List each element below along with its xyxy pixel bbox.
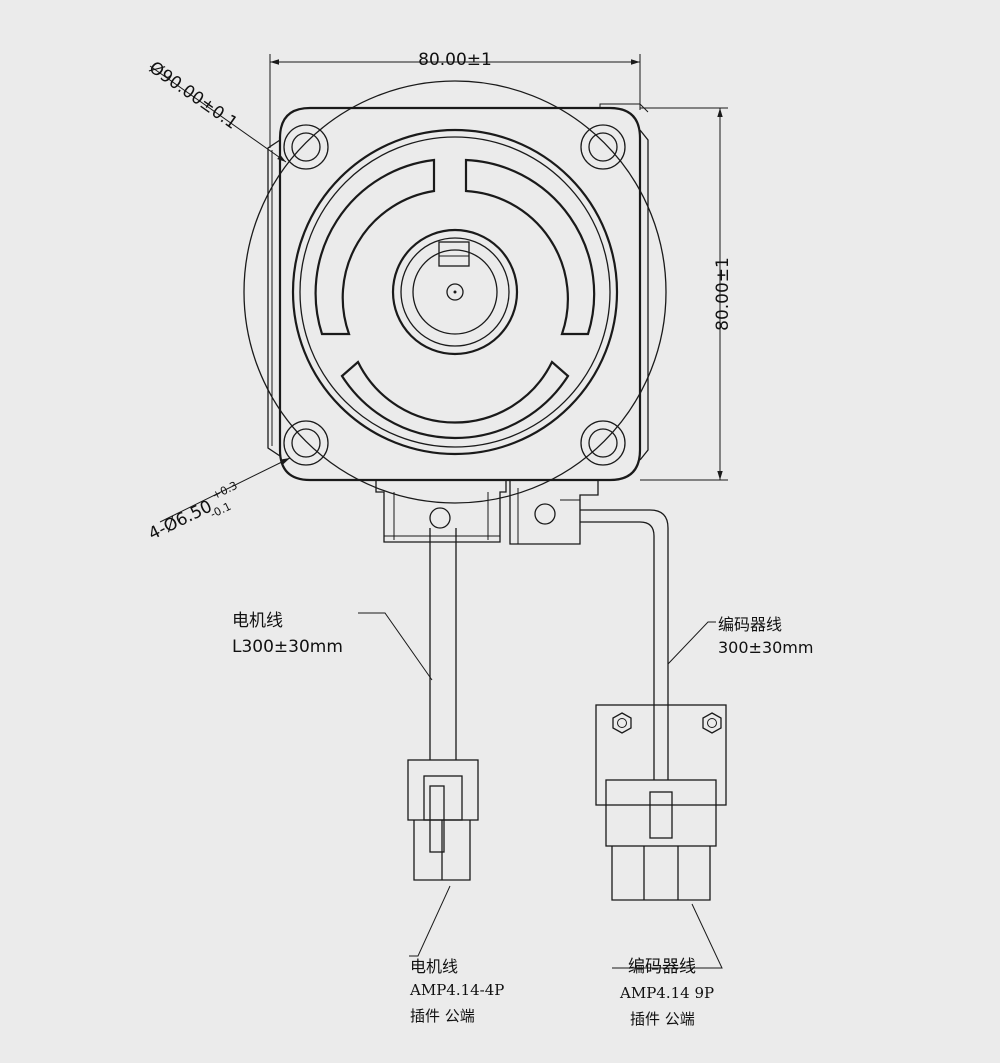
encoder-cable-leader: 编码器线 300±30mm [667,615,813,665]
mounting-hole-bl [283,420,329,466]
mounting-hole-tr [580,124,626,170]
motor-connector-drawing [407,759,479,881]
hub-outer-ring [391,228,519,356]
motor-cable-gland [375,480,507,543]
shaft-key [438,241,470,267]
encoder-cable [580,509,669,780]
body-edge-right [639,129,649,461]
hole-callout-leader: 4-Ø6.50 +0.3 -0.1 [141,457,291,549]
motor-front-view [243,80,667,504]
mounting-hole-br [580,420,626,466]
encoder-connector-type: 插件 公端 [630,1010,695,1028]
motor-connector-leader: 电机线 AMP4.14-4P 插件 公端 [409,885,504,1025]
shaft-center [446,283,464,301]
arc-slot-right [464,158,596,336]
encoder-cable-gland [509,480,599,545]
encoder-connector-drawing [595,704,727,901]
hole-callout-label: 4-Ø6.50 [145,497,215,545]
pilot-diameter-leader: Ø90.00±0.1 [145,58,287,163]
svg-text:4-Ø6.50 +0.3 -0.1: 4-Ø6.50 +0.3 -0.1 [141,472,251,549]
motor-connector-type: 插件 公端 [410,1007,475,1025]
motor-cable-leader: 电机线 L300±30mm [232,611,433,681]
hole-tolerance-lower: -0.1 [208,500,233,521]
motor-connector-name: 电机线 [410,957,458,976]
hole-tolerance-upper: +0.3 [210,479,240,502]
pilot-circle [243,80,667,504]
width-dimension-label: 80.00±1 [418,50,492,70]
motor-cable [429,528,457,760]
body-edge-left [267,139,281,457]
hub-inner-ring [412,249,498,335]
nut-icon [612,712,632,734]
hub-ring [400,237,510,347]
encoder-connector-name: 编码器线 [628,957,696,977]
height-dimension-label: 80.00±1 [713,257,733,331]
face-ring-outer [291,128,619,456]
encoder-cable-length: 300±30mm [718,638,813,657]
flange-outline [278,106,642,482]
motor-connector-model: AMP4.14-4P [409,981,504,999]
arc-slot-left [314,158,436,336]
encoder-connector-model: AMP4.14 9P [619,984,714,1002]
encoder-connector-leader: 编码器线 AMP4.14 9P 插件 公端 [612,903,723,1028]
mounting-hole-tl [283,124,329,170]
width-dimension: 80.00±1 [269,50,641,148]
pilot-diameter-label: Ø90.00±0.1 [145,58,241,134]
motor-cable-length: L300±30mm [232,637,343,657]
nut-icon [702,712,722,734]
motor-cable-name: 电机线 [232,611,283,631]
arc-slot-bottom [340,360,570,440]
face-ring-inner [299,136,611,448]
encoder-cable-name: 编码器线 [718,615,782,634]
height-dimension: 80.00±1 [640,107,733,481]
